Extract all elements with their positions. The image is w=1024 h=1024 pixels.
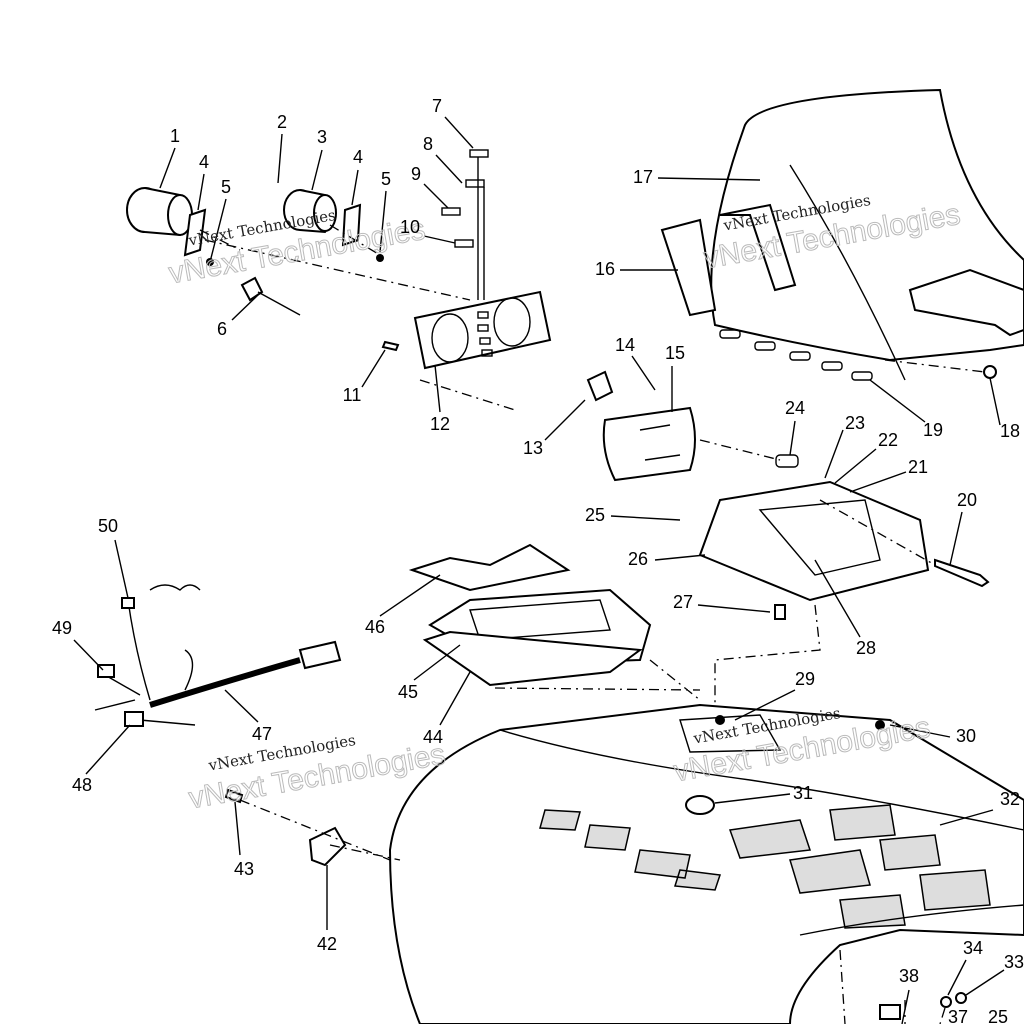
callout-37: 37 <box>948 1007 968 1024</box>
callout-43: 43 <box>234 859 254 879</box>
callout-44: 44 <box>423 727 443 747</box>
callout-4: 4 <box>353 147 363 167</box>
callout-18: 18 <box>1000 421 1020 441</box>
callout-1: 1 <box>170 126 180 146</box>
callout-5: 5 <box>221 177 231 197</box>
headlight <box>602 406 696 482</box>
decal <box>660 203 797 317</box>
callout-11: 11 <box>343 385 362 405</box>
callout-31: 31 <box>793 783 813 803</box>
callout-32: 32 <box>1000 789 1020 809</box>
callout-14: 14 <box>615 335 635 355</box>
callout-21: 21 <box>908 457 928 477</box>
headlight-housing <box>698 480 930 602</box>
callout-50: 50 <box>98 516 118 536</box>
callout-19: 19 <box>923 420 943 440</box>
callout-47: 47 <box>252 724 272 744</box>
callout-33: 33 <box>1004 952 1024 972</box>
callout-16: 16 <box>595 259 615 279</box>
callout-46: 46 <box>365 617 385 637</box>
gauge-panel <box>413 290 552 370</box>
callout-9: 9 <box>411 164 421 184</box>
callout-15: 15 <box>665 343 685 363</box>
callout-3: 3 <box>317 127 327 147</box>
callout-27: 27 <box>673 592 693 612</box>
callout-4: 4 <box>199 152 209 172</box>
callout-45: 45 <box>398 682 418 702</box>
callout-17: 17 <box>633 167 653 187</box>
hood <box>388 703 1024 1024</box>
callout-24: 24 <box>785 398 805 418</box>
callout-49: 49 <box>52 618 72 638</box>
callout-8: 8 <box>423 134 433 154</box>
callout-5: 5 <box>381 169 391 189</box>
callout-25: 25 <box>585 505 605 525</box>
callout-23: 23 <box>845 413 865 433</box>
callout-26: 26 <box>628 549 648 569</box>
windshield <box>710 88 1024 381</box>
callout-6: 6 <box>217 319 227 339</box>
callout-22: 22 <box>878 430 898 450</box>
callout-28: 28 <box>856 638 876 658</box>
gauge-left <box>126 187 193 237</box>
callout-30: 30 <box>956 726 976 746</box>
callout-25: 25 <box>988 1007 1008 1024</box>
callout-42: 42 <box>317 934 337 954</box>
callout-48: 48 <box>72 775 92 795</box>
callout-34: 34 <box>963 938 983 958</box>
callout-29: 29 <box>795 669 815 689</box>
callout-10: 10 <box>400 217 420 237</box>
callout-13: 13 <box>523 438 543 458</box>
gauge-right <box>283 189 337 234</box>
wiring-harness <box>94 584 342 727</box>
callout-38: 38 <box>899 966 919 986</box>
callout-12: 12 <box>430 414 450 434</box>
callout-7: 7 <box>432 96 442 116</box>
callout-2: 2 <box>277 112 287 132</box>
callout-20: 20 <box>957 490 977 510</box>
